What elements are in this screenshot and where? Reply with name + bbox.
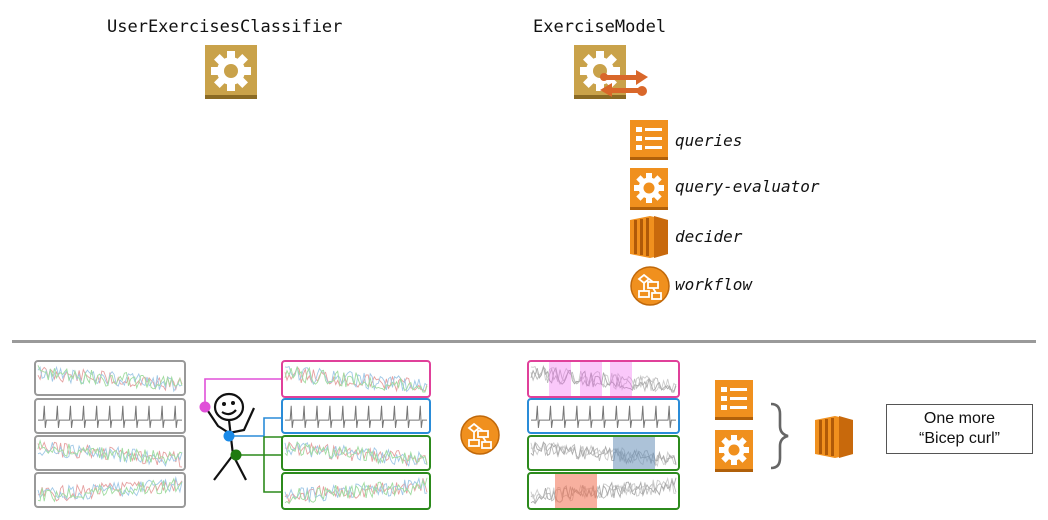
signal-plot bbox=[281, 435, 431, 471]
decider-icon bbox=[630, 216, 668, 258]
query-evaluator-label: query-evaluator bbox=[675, 177, 820, 196]
gear-icon bbox=[630, 168, 668, 210]
signal-plot bbox=[527, 472, 680, 510]
pipeline-diagram bbox=[34, 360, 853, 510]
decider-icon bbox=[815, 416, 853, 458]
list-icon bbox=[630, 120, 668, 160]
list-icon bbox=[715, 380, 753, 420]
workflow-icon bbox=[460, 415, 500, 455]
decider-label: decider bbox=[675, 227, 743, 246]
signal-plot bbox=[527, 435, 680, 471]
result-callout: One more “Bicep curl” bbox=[886, 404, 1033, 454]
classifier-title: UserExercisesClassifier bbox=[107, 17, 343, 37]
signal-plot bbox=[527, 360, 680, 398]
workflow-icon bbox=[630, 266, 670, 306]
queries-label: queries bbox=[675, 131, 743, 150]
model-title: ExerciseModel bbox=[533, 17, 667, 37]
signal-plot bbox=[281, 360, 431, 398]
curly-brace bbox=[770, 402, 789, 470]
gear-icon bbox=[205, 45, 257, 99]
section-divider bbox=[12, 340, 1036, 343]
callout-line-2: “Bicep curl” bbox=[919, 430, 1000, 447]
signal-plot bbox=[281, 472, 431, 510]
gear-exchange-icon bbox=[574, 45, 648, 99]
signal-plot bbox=[34, 435, 186, 471]
signal-plot bbox=[34, 398, 186, 434]
signal-plot bbox=[34, 360, 186, 396]
workflow-label: workflow bbox=[675, 275, 753, 294]
gear-icon bbox=[715, 430, 753, 472]
signal-plot bbox=[281, 398, 431, 434]
signal-plot bbox=[527, 398, 680, 434]
callout-line-1: One more bbox=[923, 410, 996, 427]
signal-plot bbox=[34, 472, 186, 508]
